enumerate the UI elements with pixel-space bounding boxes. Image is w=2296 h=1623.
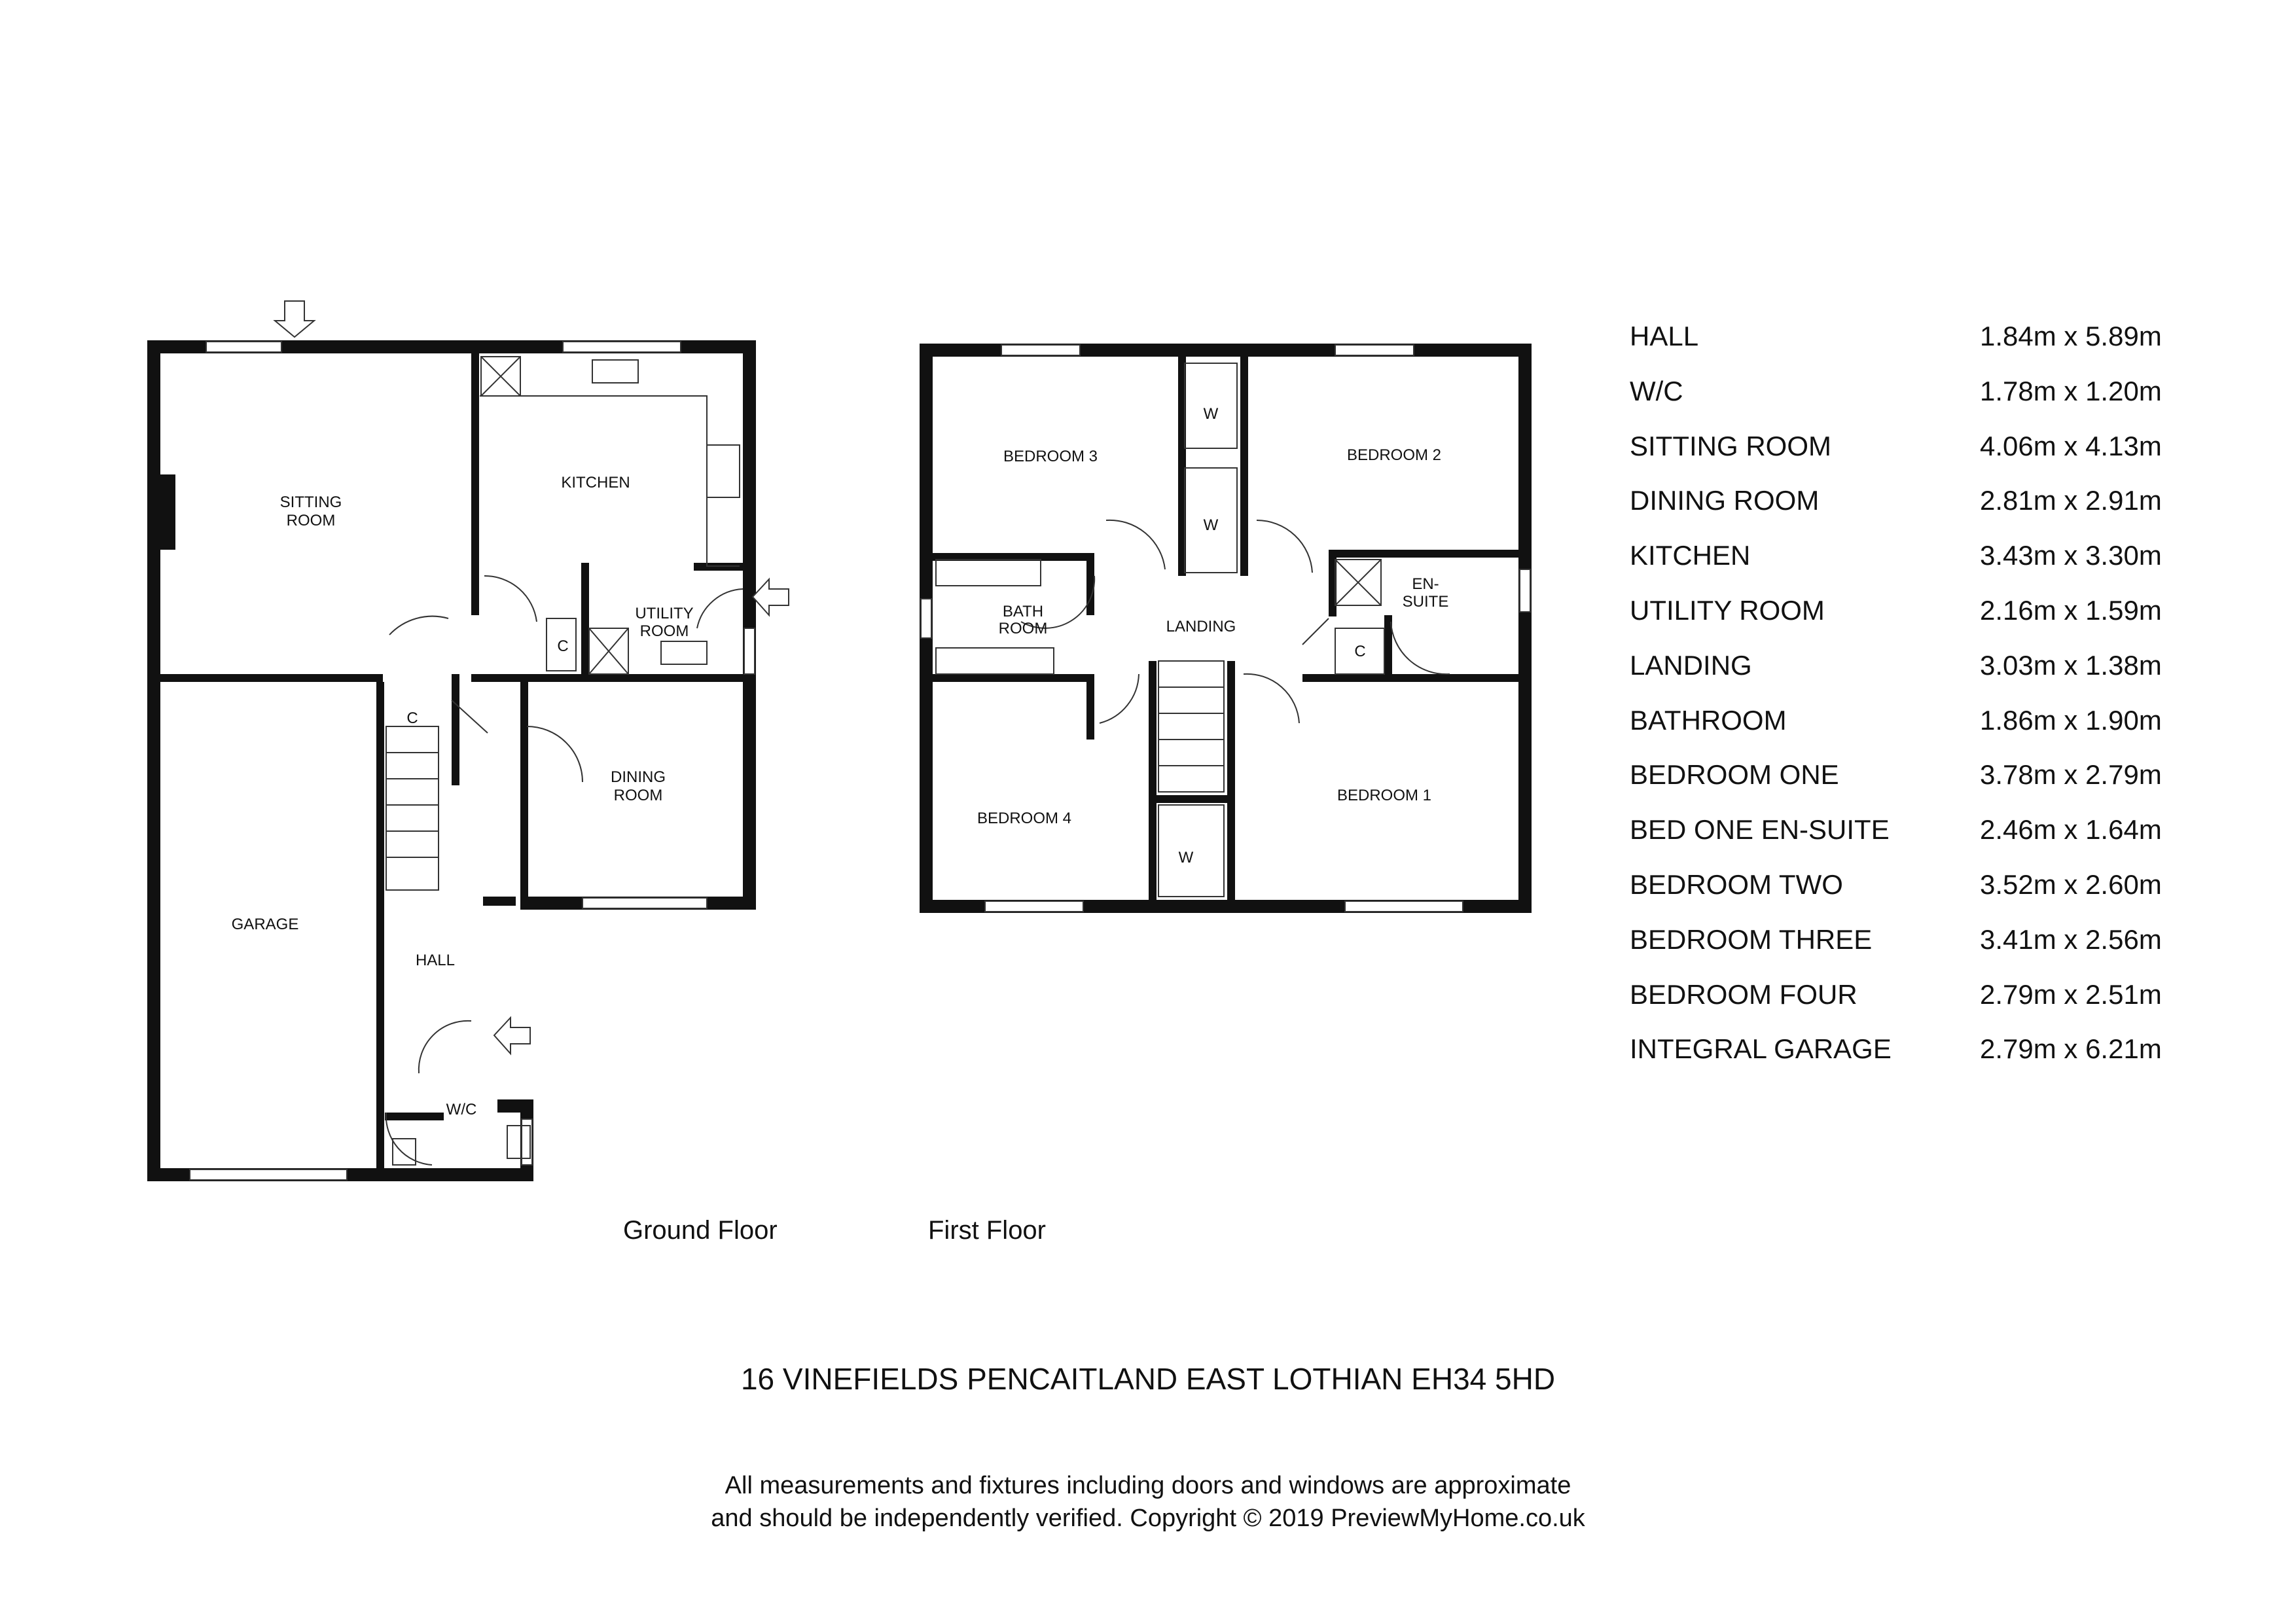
room-dimensions: 1.84m x 5.89m (1980, 321, 2162, 351)
wardrobe-label-1: W (1204, 405, 1219, 423)
sitting-room-label-2: ROOM (287, 512, 336, 529)
room-name: BEDROOM THREE (1630, 923, 1873, 955)
wc-label: W/C (446, 1101, 477, 1118)
dining-room-label-2: ROOM (614, 787, 663, 804)
landing-label: LANDING (1166, 618, 1236, 635)
first-floor-plan: BEDROOM 3 BEDROOM 2 W W W BATH ROOM LAND… (920, 344, 1532, 913)
sitting-room-label: SITTING (280, 493, 342, 511)
disclaimer-line-2: and should be independently verified. Co… (711, 1505, 1585, 1532)
room-dimension-row: DINING ROOM 2.81m x 2.91m (1630, 485, 2193, 540)
room-dimensions: 3.52m x 2.60m (1980, 868, 2162, 900)
hall-label: HALL (416, 952, 455, 969)
ground-cupboard-label: C (406, 709, 418, 727)
room-name: DINING ROOM (1630, 485, 1820, 516)
room-dimension-row: BEDROOM THREE 3.41m x 2.56m (1630, 924, 2193, 979)
wardrobe-label-2: W (1204, 516, 1219, 534)
room-name: BEDROOM ONE (1630, 759, 1839, 791)
first-cupboard-label: C (1354, 643, 1365, 660)
dining-room-label: DINING (611, 768, 666, 786)
room-name: UTILITY ROOM (1630, 594, 1825, 626)
ground-floor-windows (157, 341, 755, 1181)
garage-label: GARAGE (232, 916, 299, 933)
room-dimension-row: BEDROOM FOUR 2.79m x 2.51m (1630, 979, 2193, 1034)
side-entry-arrow-icon (751, 577, 789, 617)
room-dimension-row: UTILITY ROOM 2.16m x 1.59m (1630, 595, 2193, 650)
room-dimensions: 3.78m x 2.79m (1980, 759, 2162, 791)
ensuite-label-2: SUITE (1403, 593, 1449, 611)
first-floor-caption: First Floor (928, 1216, 1046, 1245)
room-name: SITTING ROOM (1630, 430, 1831, 461)
ground-floor-entry-arrows (273, 300, 789, 1056)
first-floor-doors (1020, 519, 1450, 724)
bedroom-3-label: BEDROOM 3 (1003, 448, 1098, 465)
first-floor-windows (920, 344, 1531, 912)
room-dimensions: 1.86m x 1.90m (1980, 704, 2162, 736)
ensuite-label: EN- (1412, 575, 1439, 593)
room-name: BATHROOM (1630, 704, 1787, 736)
disclaimer: All measurements and fixtures including … (0, 1469, 2296, 1535)
room-dimension-row: BEDROOM TWO 3.52m x 2.60m (1630, 869, 2193, 924)
bedroom-2-label: BEDROOM 2 (1347, 446, 1441, 464)
bathroom-label-2: ROOM (999, 620, 1048, 637)
room-dimensions: 2.81m x 2.91m (1980, 485, 2162, 516)
room-name: BED ONE EN-SUITE (1630, 814, 1890, 846)
first-floor-room-labels: BEDROOM 3 BEDROOM 2 W W W BATH ROOM LAND… (977, 405, 1448, 866)
ground-floor-fixtures (386, 356, 740, 1166)
utility-cupboard-label: C (557, 637, 568, 655)
room-dimension-row: SITTING ROOM 4.06m x 4.13m (1630, 431, 2193, 486)
room-dimensions: 1.78m x 1.20m (1980, 375, 2162, 406)
ground-floor-caption: Ground Floor (623, 1216, 778, 1245)
disclaimer-line-1: All measurements and fixtures including … (725, 1472, 1571, 1499)
ground-floor-plan: SITTING ROOM KITCHEN UTILITY ROOM C C DI… (147, 300, 789, 1181)
ground-floor-interior-walls (160, 353, 743, 1168)
room-name: W/C (1630, 375, 1683, 406)
ground-floor-doors (385, 575, 744, 1166)
room-dimension-row: W/C 1.78m x 1.20m (1630, 376, 2193, 431)
front-entry-arrow-icon (493, 1016, 531, 1056)
wardrobe-label-3: W (1179, 849, 1194, 866)
rear-entry-arrow-icon (273, 300, 316, 338)
room-dimension-row: HALL 1.84m x 5.89m (1630, 321, 2193, 376)
room-dimensions: 4.06m x 4.13m (1980, 430, 2162, 461)
room-dimensions: 2.79m x 6.21m (1980, 1033, 2162, 1065)
room-name: HALL (1630, 321, 1699, 351)
room-dimensions: 3.41m x 2.56m (1980, 923, 2162, 955)
utility-room-label-2: ROOM (640, 622, 689, 640)
kitchen-label: KITCHEN (561, 474, 630, 491)
room-dimensions: 2.46m x 1.64m (1980, 814, 2162, 846)
room-name: LANDING (1630, 649, 1752, 681)
property-address: 16 VINEFIELDS PENCAITLAND EAST LOTHIAN E… (740, 1362, 1556, 1396)
room-dimension-row: BEDROOM ONE 3.78m x 2.79m (1630, 759, 2193, 814)
room-name: KITCHEN (1630, 540, 1751, 571)
room-name: INTEGRAL GARAGE (1630, 1033, 1892, 1065)
room-dimension-row: INTEGRAL GARAGE 2.79m x 6.21m (1630, 1033, 2193, 1088)
first-floor-fixtures (935, 363, 1385, 897)
room-dimensions: 2.16m x 1.59m (1980, 594, 2162, 626)
utility-room-label: UTILITY (635, 605, 693, 622)
bedroom-1-label: BEDROOM 1 (1337, 787, 1431, 804)
room-dimension-row: BED ONE EN-SUITE 2.46m x 1.64m (1630, 814, 2193, 869)
ground-floor-room-labels: SITTING ROOM KITCHEN UTILITY ROOM C C DI… (232, 474, 694, 1118)
room-dimensions: 2.79m x 2.51m (1980, 978, 2162, 1010)
room-dimension-row: LANDING 3.03m x 1.38m (1630, 650, 2193, 705)
room-dimensions: 3.43m x 3.30m (1980, 540, 2162, 571)
room-dimension-row: KITCHEN 3.43m x 3.30m (1630, 540, 2193, 595)
room-name: BEDROOM TWO (1630, 868, 1843, 900)
bathroom-label: BATH (1003, 603, 1043, 620)
room-dimensions: 3.03m x 1.38m (1980, 649, 2162, 681)
room-dimension-row: BATHROOM 1.86m x 1.90m (1630, 705, 2193, 760)
room-name: BEDROOM FOUR (1630, 978, 1857, 1010)
bedroom-4-label: BEDROOM 4 (977, 810, 1071, 827)
